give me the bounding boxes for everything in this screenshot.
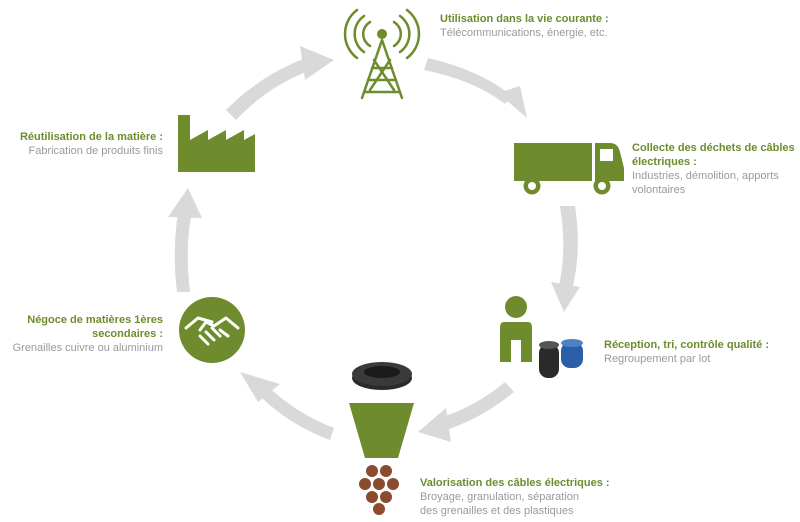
step-collection-title-line2: électriques : [632,156,697,168]
step-collection-desc-line1: Industries, démolition, apports [632,170,779,182]
step-collection: Collecte des déchets de câbles électriqu… [632,141,797,197]
step-collection-title-line1: Collecte des déchets de câbles [632,142,795,154]
handshake-icon [179,297,245,363]
arrow-truck-to-worker [551,206,580,312]
step-valorisation: Valorisation des câbles électriques : Br… [420,476,630,518]
arrow-factory-to-antenna [226,46,334,120]
step-reception: Réception, tri, contrôle qualité : Regro… [604,338,794,366]
step-reuse-title: Réutilisation de la matière : [19,131,163,143]
arrow-antenna-to-truck [424,58,527,118]
step-reception-desc: Regroupement par lot [604,353,711,365]
step-usage-title: Utilisation dans la vie courante : [440,13,609,25]
step-trading: Négoce de matières 1ères secondaires : G… [8,313,163,355]
step-usage-desc: Télécommunications, énergie, etc. [440,27,608,39]
arrow-worker-to-funnel [418,382,514,442]
funnel-icon [349,362,414,458]
arrow-handshake-to-factory [168,188,202,292]
step-trading-desc: Grenailles cuivre ou aluminium [12,342,163,354]
step-valorisation-title: Valorisation des câbles électriques : [420,477,610,489]
step-valorisation-desc-line2: des grenailles et des plastiques [420,505,574,517]
step-reception-title: Réception, tri, contrôle qualité : [604,339,770,351]
arrow-funnel-to-handshake [240,372,334,440]
step-reuse-desc: Fabrication de produits finis [28,145,163,157]
granules-icon [359,465,399,515]
step-trading-title-line2: secondaires : [92,328,163,340]
antenna-icon [343,8,421,100]
step-trading-title-line1: Négoce de matières 1ères [27,314,163,326]
step-usage: Utilisation dans la vie courante : Téléc… [440,12,660,40]
step-valorisation-desc-line1: Broyage, granulation, séparation [420,491,579,503]
step-reuse: Réutilisation de la matière : Fabricatio… [8,130,163,158]
worker-cables-icon [500,296,583,378]
cycle-arrows [168,46,580,442]
step-collection-desc-line2: volontaires [632,184,686,196]
factory-icon [178,115,255,172]
truck-icon [514,143,624,195]
